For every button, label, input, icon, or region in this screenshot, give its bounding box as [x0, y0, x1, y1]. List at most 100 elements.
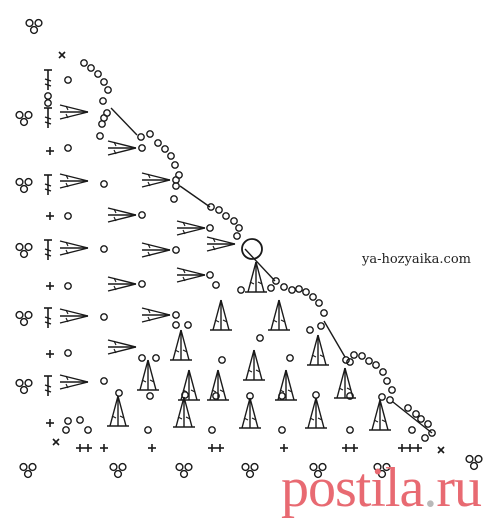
chain-oval-icon: [230, 217, 238, 225]
horizontal-fan-icon: [59, 374, 89, 390]
chain-oval-icon: [256, 334, 264, 342]
chain-oval-icon: [309, 293, 317, 301]
picot-trefoil-icon: [15, 378, 33, 395]
chain-oval-icon: [215, 206, 223, 214]
brand-watermark-dot: .: [423, 457, 437, 519]
picot-trefoil-icon: [25, 18, 43, 35]
double-crochet-t-icon: [44, 174, 52, 195]
site-watermark: ya-hozyaika.com: [362, 252, 471, 267]
edge-connector-line: [392, 401, 433, 434]
chain-oval-icon: [386, 396, 394, 404]
picot-trefoil-icon: [373, 462, 391, 479]
chain-oval-icon: [206, 224, 214, 232]
picot-groups: [15, 18, 483, 479]
chain-oval-icon: [100, 114, 108, 122]
single-crochet-plus-icon: [398, 444, 406, 452]
chain-oval-icon: [288, 286, 296, 294]
chain-oval-icon: [317, 322, 325, 330]
chain-oval-icon: [286, 354, 294, 362]
chain-oval-icon: [161, 145, 169, 153]
chain-oval-icon: [64, 76, 72, 84]
single-crochet-plus-icon: [100, 444, 108, 452]
chain-oval-icon: [350, 351, 358, 359]
chain-oval-icon: [346, 426, 354, 434]
chain-oval-icon: [346, 358, 354, 366]
chain-oval-icon: [208, 426, 216, 434]
chain-oval-icon: [237, 286, 245, 294]
vertical-fan-icon: [334, 367, 356, 399]
horizontal-fan-icon: [141, 242, 171, 258]
chain-oval-icon: [378, 393, 386, 401]
picot-trefoil-icon: [15, 242, 33, 259]
edge-connector-line: [179, 185, 211, 208]
single-crochet-plus-icon: [46, 282, 54, 290]
chain-oval-icon: [172, 176, 180, 184]
horizontal-fan-icon: [176, 220, 206, 236]
connector-lines: [110, 107, 433, 434]
single-crochet-plus-icon: [148, 444, 156, 452]
chain-oval-icon: [76, 416, 84, 424]
chain-oval-icon: [138, 211, 146, 219]
slip-stitch-x-icon: [437, 446, 445, 454]
vertical-fan-icon: [305, 397, 327, 429]
chain-oval-icon: [222, 212, 230, 220]
vertical-fan-icon: [243, 349, 265, 381]
single-crochet-plus-icon: [406, 444, 414, 452]
chain-oval-icon: [171, 161, 179, 169]
single-crochet-plus-icon: [46, 212, 54, 220]
vertical-fan-icon: [369, 399, 391, 431]
chain-stitches: [44, 59, 436, 442]
chain-oval-icon: [278, 426, 286, 434]
brand-watermark-tld: ru: [436, 457, 482, 519]
chain-oval-icon: [104, 86, 112, 94]
chain-oval-icon: [306, 326, 314, 334]
edge-connector-line: [323, 320, 346, 358]
vertical-fan-icon: [207, 369, 229, 401]
chain-oval-icon: [170, 195, 178, 203]
single-crochet-plus-icon: [46, 147, 54, 155]
magic-ring-group: [241, 238, 263, 260]
chain-oval-icon: [87, 64, 95, 72]
picot-trefoil-icon: [175, 462, 193, 479]
chain-oval-icon: [138, 144, 146, 152]
chain-oval-icon: [138, 280, 146, 288]
magic-ring-icon: [241, 238, 263, 260]
chain-oval-icon: [428, 429, 436, 437]
chain-oval-icon: [424, 420, 432, 428]
chain-oval-icon: [383, 377, 391, 385]
horizontal-fan-icon: [59, 173, 89, 189]
chain-oval-icon: [358, 352, 366, 360]
single-crochet-plus-icon: [46, 350, 54, 358]
chain-oval-icon: [408, 426, 416, 434]
chain-oval-icon: [96, 132, 104, 140]
chain-oval-icon: [100, 78, 108, 86]
double-crochet-stitches: [44, 69, 52, 396]
horizontal-fan-icon: [176, 267, 206, 283]
chain-oval-icon: [412, 410, 420, 418]
vertical-fan-icon: [245, 261, 267, 293]
double-crochet-t-icon: [44, 307, 52, 328]
horizontal-fan-icon: [59, 308, 89, 324]
chain-oval-icon: [44, 92, 52, 100]
horizontal-fan-icon: [107, 276, 137, 292]
chain-oval-icon: [94, 70, 102, 78]
vertical-fan-icon: [137, 359, 159, 391]
chain-oval-icon: [144, 426, 152, 434]
chain-oval-icon: [212, 392, 220, 400]
single-crochet-plus-icon: [84, 444, 92, 452]
single-crochet-plus-icon: [46, 419, 54, 427]
chain-oval-icon: [167, 152, 175, 160]
double-crochet-t-icon: [44, 69, 52, 90]
edge-connector-line: [244, 248, 276, 282]
chain-oval-icon: [64, 349, 72, 357]
chain-oval-icon: [365, 357, 373, 365]
chain-oval-icon: [80, 59, 88, 67]
chain-oval-icon: [302, 288, 310, 296]
slip-stitch-x-icon: [52, 438, 60, 446]
picot-trefoil-icon: [15, 110, 33, 127]
vertical-fan-icon: [170, 329, 192, 361]
picot-trefoil-icon: [15, 177, 33, 194]
chain-oval-icon: [172, 311, 180, 319]
